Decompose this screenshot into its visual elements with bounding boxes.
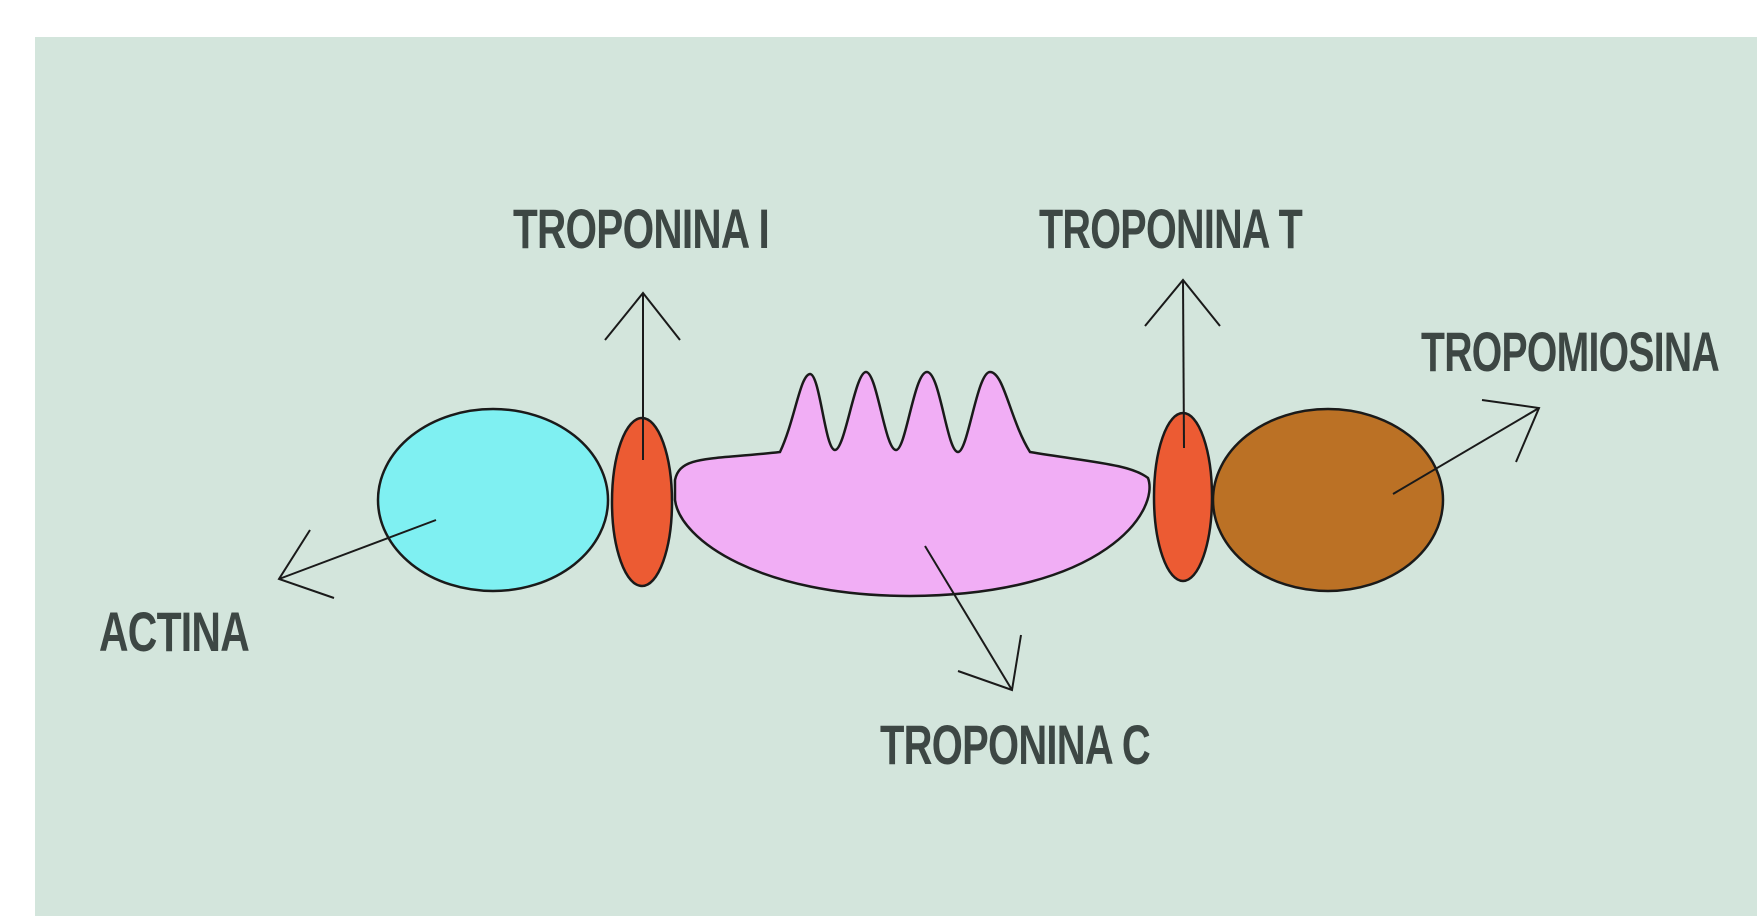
troponina-c-shape xyxy=(675,372,1150,596)
actina-label: ACTINA xyxy=(99,600,249,663)
troponina-i-label: TROPONINA I xyxy=(513,197,769,260)
troponina-c-label: TROPONINA C xyxy=(880,713,1150,776)
actina-shape xyxy=(378,409,608,591)
troponina-t-label: TROPONINA T xyxy=(1039,197,1303,260)
tropomiosina-label: TROPOMIOSINA xyxy=(1421,320,1719,383)
tropomiosina-shape xyxy=(1213,409,1443,591)
troponina-i-arrow xyxy=(605,293,680,460)
